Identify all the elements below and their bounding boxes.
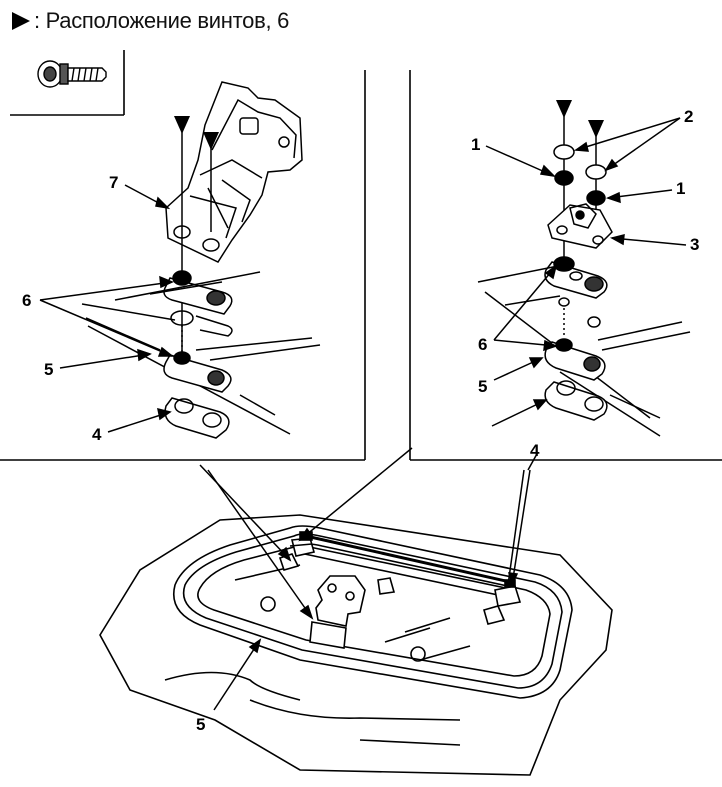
callout-right-5: 5 <box>478 377 487 396</box>
figure-header: : Расположение винтов, 6 <box>10 6 289 36</box>
left-callout-leaders <box>39 184 175 433</box>
callout-left-7: 7 <box>109 173 118 192</box>
callout-right-6: 6 <box>478 335 487 354</box>
screw-icon-box <box>10 50 125 116</box>
screw-icon <box>37 60 107 88</box>
header-text: : Расположение винтов, 6 <box>34 8 290 33</box>
callout-right-2: 2 <box>684 107 693 126</box>
left-panel-arrowheads <box>174 116 219 150</box>
screw-location-marker-icon <box>12 12 30 30</box>
callout-left-4: 4 <box>92 425 102 444</box>
callout-left-6: 6 <box>22 291 31 310</box>
right-hinge-detail <box>477 104 691 437</box>
callout-right-3: 3 <box>690 235 699 254</box>
right-callout-leaders <box>485 117 687 427</box>
callout-right-4: 4 <box>530 441 540 460</box>
callout-right-1-right: 1 <box>676 179 685 198</box>
callout-left-5: 5 <box>44 360 53 379</box>
callout-right-1-top: 1 <box>471 135 480 154</box>
left-hinge-detail <box>81 81 321 439</box>
trunk-lid-assembly <box>99 514 613 776</box>
right-panel-arrowheads <box>556 100 604 138</box>
callout-main-5: 5 <box>196 715 205 734</box>
main-view-leaders <box>199 447 539 711</box>
detail-panel-frames <box>0 70 722 461</box>
